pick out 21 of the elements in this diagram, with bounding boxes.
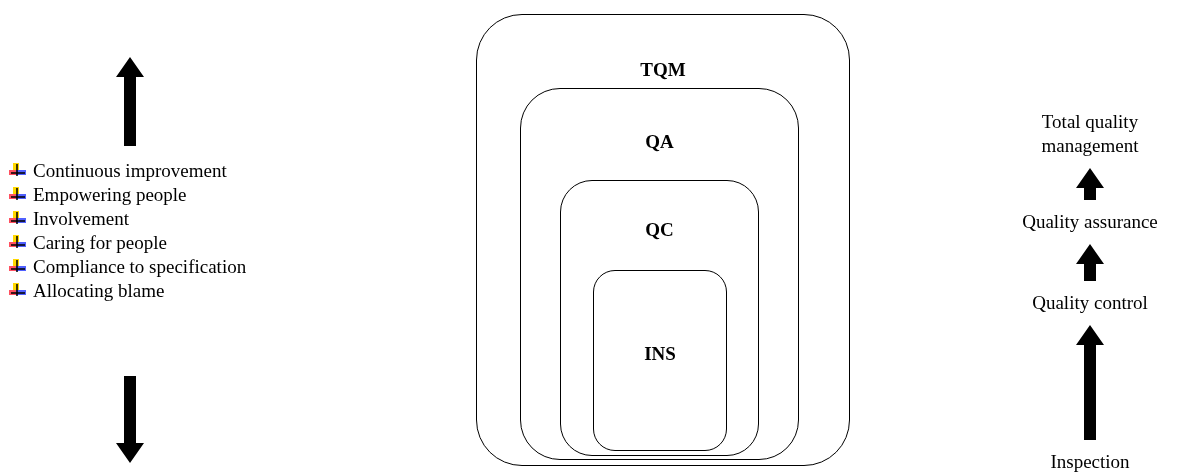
arrow — [1076, 168, 1104, 200]
stage-label: Inspection — [1049, 450, 1131, 474]
rounded-box — [520, 88, 799, 460]
list-item: Caring for people — [33, 231, 167, 255]
arrow — [1076, 325, 1104, 440]
box-label: TQM — [640, 59, 686, 81]
stage-label: Quality control — [1031, 291, 1149, 315]
box-label: QA — [645, 131, 674, 153]
box-label: QC — [645, 219, 674, 241]
rounded-box — [476, 14, 850, 466]
list-item: Continuous improvement — [33, 159, 227, 183]
rounded-box — [560, 180, 759, 456]
list-item: Involvement — [33, 207, 130, 231]
list-item: Compliance to specification — [33, 255, 247, 279]
rounded-box — [593, 270, 727, 451]
arrow — [1076, 244, 1104, 281]
list-item: Empowering people — [33, 183, 187, 207]
box-label: INS — [644, 343, 676, 365]
stage-label: Total quality management — [1040, 110, 1140, 158]
stage-label: Quality assurance — [1021, 210, 1159, 234]
list-item: Allocating blame — [33, 279, 165, 303]
